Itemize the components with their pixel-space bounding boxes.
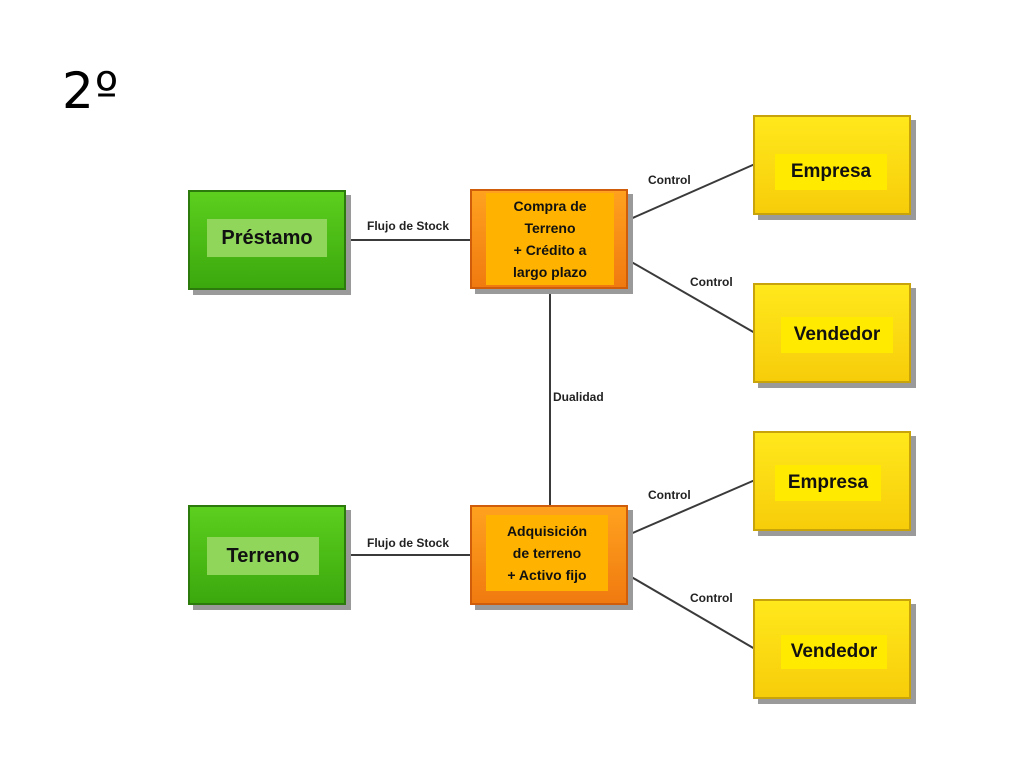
- compra-line-3: + Crédito a: [513, 242, 587, 258]
- compra-line-2: Terreno: [524, 220, 576, 236]
- control-line-4: [627, 574, 756, 650]
- control-label-4: Control: [690, 591, 733, 605]
- empresa-top-label: Empresa: [775, 154, 887, 190]
- compra-line-4: largo plazo: [513, 264, 587, 280]
- terreno-node: Terreno: [188, 505, 346, 605]
- adquisicion-node: Adquisición de terreno + Activo fijo: [470, 505, 628, 605]
- flow-label-top: Flujo de Stock: [367, 219, 450, 233]
- control-label-1: Control: [648, 173, 691, 187]
- adquisicion-label: Adquisición de terreno + Activo fijo: [486, 515, 608, 591]
- adquisicion-line-3: + Activo fijo: [507, 567, 587, 583]
- control-line-3: [627, 479, 756, 536]
- adquisicion-line-1: Adquisición: [506, 523, 588, 539]
- vendedor-bottom-node: Vendedor: [753, 599, 911, 699]
- duality-label: Dualidad: [553, 390, 604, 404]
- slide-title: 2º: [62, 62, 120, 120]
- compra-label: Compra de Terreno + Crédito a largo plaz…: [486, 193, 614, 285]
- control-line-2: [627, 259, 756, 334]
- vendedor-top-node: Vendedor: [753, 283, 911, 383]
- empresa-bottom-node: Empresa: [753, 431, 911, 531]
- control-label-2: Control: [690, 275, 733, 289]
- compra-line-1: Compra de: [513, 198, 587, 214]
- control-label-3: Control: [648, 488, 691, 502]
- prestamo-label: Préstamo: [207, 219, 327, 257]
- empresa-bottom-label: Empresa: [775, 465, 881, 501]
- vendedor-top-label: Vendedor: [781, 317, 893, 353]
- prestamo-node: Préstamo: [188, 190, 346, 290]
- adquisicion-line-2: de terreno: [512, 545, 582, 561]
- terreno-label: Terreno: [207, 537, 319, 575]
- vendedor-bottom-label: Vendedor: [781, 635, 887, 669]
- control-line-1: [627, 163, 756, 221]
- compra-node: Compra de Terreno + Crédito a largo plaz…: [470, 189, 628, 289]
- flow-label-bottom: Flujo de Stock: [367, 536, 450, 550]
- empresa-top-node: Empresa: [753, 115, 911, 215]
